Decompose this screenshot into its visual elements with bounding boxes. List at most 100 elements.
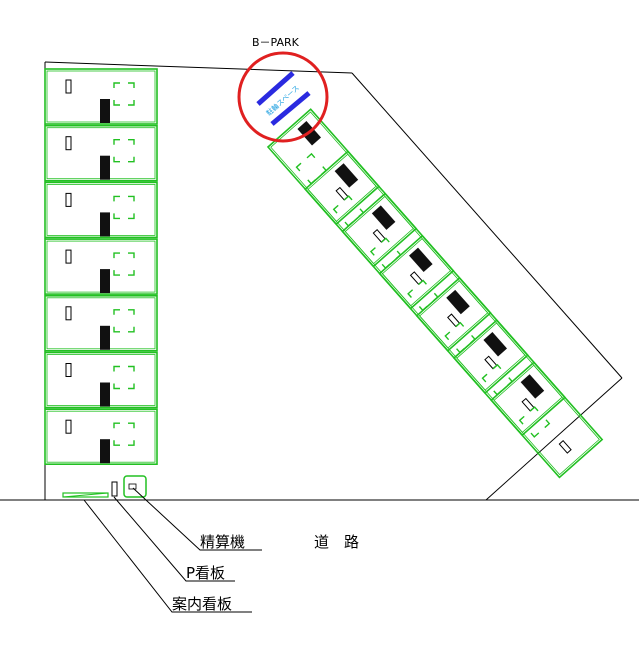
parking-space [44,181,158,239]
stall-inner-outline [307,153,414,265]
car-stop-block [65,79,72,94]
stall-outline [415,276,529,395]
wheel-stop-mark [544,419,551,429]
wheel-stop-mark [332,204,339,214]
wheel-stop-mark [113,138,120,145]
stall-inner-outline [270,111,377,222]
wheel-stop-mark [128,100,135,106]
rack-bar [256,71,295,106]
lock-plate [100,155,110,180]
wheel-stop-mark [128,195,135,202]
car-stop-block [65,249,72,264]
payment-machine-symbol [123,475,147,498]
p-sign-symbol [111,481,118,497]
stall-outline [44,294,158,352]
guide-sign-leader [83,499,252,613]
wheel-stop-mark [418,279,427,286]
payment-machine-box [128,483,137,490]
stall-outline [44,408,158,466]
stall-inner-outline [419,280,526,391]
wheel-stop-mark [380,237,390,243]
car-stop-block [65,419,72,434]
wheel-stop-mark [492,363,502,370]
parking-space [44,351,158,409]
wheel-stop-mark [343,195,353,201]
lock-plate [100,212,110,237]
lock-plate [409,247,433,273]
stall-outline [378,234,492,352]
parking-space [341,192,455,310]
car-stop-block [558,440,572,454]
lock-plate [371,205,396,230]
parking-space [44,68,158,125]
payment-machine-label: 精算機 [200,533,245,551]
lock-plate [100,99,110,123]
stall-outline [44,181,158,239]
lot-title: B－PARK [252,36,300,49]
wheel-stop-mark [113,440,120,446]
sign-symbols [62,475,147,498]
wheel-stop-mark [128,365,135,372]
car-stop-block [65,306,72,321]
lock-plate [100,439,110,464]
parking-space [452,319,567,437]
wheel-stop-mark [128,309,135,315]
lock-plate [520,374,545,399]
wheel-stop-mark [128,156,135,163]
rack-bar [270,91,311,126]
lock-plate [100,382,110,407]
lock-plate [446,289,470,315]
parking-space [490,361,604,479]
wheel-stop-mark [369,247,376,256]
stall-inner-outline [381,238,489,349]
wheel-stop-mark [306,152,316,159]
stall-outline [341,192,455,310]
stall-outline [490,361,604,479]
car-stop-block [65,363,72,377]
wheel-stop-mark [128,213,135,220]
parking-space [44,238,158,295]
p-sign-leader [113,496,235,582]
payment-machine-leader [132,487,262,551]
guide-sign-line [62,492,109,498]
wheel-stop-mark [128,270,135,276]
wheel-stop-mark [529,406,539,412]
lock-plate [334,163,359,188]
stall-outline [44,351,158,409]
lock-plate [100,325,110,350]
p-sign-label: P看板 [186,564,225,582]
stall-outline [44,68,158,125]
wheel-stop-mark [128,440,135,446]
diagonal-parking-row [266,108,604,479]
wheel-stop-mark [128,82,135,88]
wheel-stop-mark [113,82,120,88]
wheel-stop-mark [113,309,120,315]
stall-outline [44,124,158,182]
road-label: 道 路 [314,533,359,551]
lock-plate [483,332,508,357]
wheel-stop-mark [530,432,540,438]
wheel-stop-mark [128,383,135,390]
wheel-stop-mark [407,289,414,298]
stall-outline [266,108,381,226]
wheel-stop-mark [128,422,135,429]
wheel-stop-mark [295,162,302,172]
wheel-stop-mark [113,422,120,429]
wheel-stop-mark [481,373,488,383]
car-stop-block [65,136,72,151]
wheel-stop-mark [455,321,465,328]
wheel-stop-mark [444,331,451,341]
wheel-stop-mark [113,326,120,333]
stall-inner-outline [456,322,563,433]
parking-space [44,294,158,352]
wheel-stop-mark [113,213,120,220]
wheel-stop-mark [113,365,120,372]
stall-outline [44,238,158,295]
wheel-stop-mark [128,326,135,333]
wheel-stop-mark [518,415,525,425]
guide-sign-symbol [62,492,109,498]
parking-space [378,234,492,352]
bicycle-rack-area: 駐輪スペース [237,51,329,143]
